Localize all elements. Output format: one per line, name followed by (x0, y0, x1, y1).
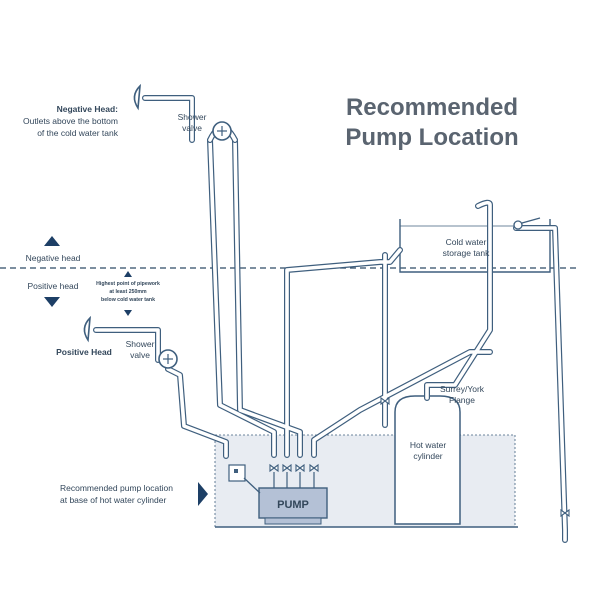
negative-head-arrow-icon (44, 236, 60, 246)
float-valve-arm (521, 217, 541, 224)
float-valve-icon (513, 220, 523, 230)
pump-label: PUMP (277, 499, 309, 511)
electrical-socket-icon (228, 464, 261, 494)
cold-water-tank-label-2: storage tank (443, 248, 491, 258)
shower-valve-bottom-label-2: valve (130, 350, 150, 360)
hot-water-cylinder-label-2: cylinder (413, 451, 442, 461)
recommended-location-label-1: Recommended pump location (60, 483, 173, 493)
cold-water-tank-label-1: Cold water (446, 237, 487, 247)
highest-point-label-3: below cold water tank (101, 297, 155, 303)
highest-point-arrow-up-icon (124, 271, 132, 277)
highest-point-arrow-down-icon (124, 310, 132, 316)
pump-stubs (273, 472, 315, 488)
negative-head-title: Negative Head: (57, 104, 119, 114)
negative-head-label: Negative head (26, 253, 81, 263)
positive-head-title: Positive Head (56, 347, 112, 357)
shower-valve-bottom-label-1: Shower (126, 339, 155, 349)
hot-water-cylinder (394, 395, 461, 525)
diagram-title: Recommended (346, 94, 518, 121)
isolating-valves (269, 396, 570, 518)
shower-valve-top-label-2: valve (182, 123, 202, 133)
flange-label-1: Surrey/York (440, 384, 485, 394)
shower-valve-bottom-icon (158, 349, 178, 369)
hot-water-cylinder-label-1: Hot water (410, 440, 447, 450)
recommended-location-arrow-icon (198, 482, 208, 506)
pump-feet (264, 517, 322, 525)
positive-head-arrow-icon (44, 297, 60, 307)
pump-body (258, 487, 328, 519)
shower-head-bottom-icon (83, 315, 91, 343)
shower-head-top-icon (133, 83, 141, 111)
highest-point-label-2: at least 250mm (109, 289, 147, 295)
recommended-location-label-2: at base of hot water cylinder (60, 495, 166, 505)
cold-water-tank (399, 219, 551, 273)
diagram-title-line-2: Pump Location (345, 124, 518, 151)
negative-head-desc-1: Outlets above the bottom (23, 116, 118, 126)
positive-head-label: Positive head (27, 281, 78, 291)
pipework-inner (94, 96, 567, 542)
flange-label-2: Flange (449, 395, 475, 405)
highest-point-label-1: Highest point of pipework (96, 281, 160, 287)
shower-valve-top-icon (212, 121, 232, 141)
shower-valve-top-label-1: Shower (178, 112, 207, 122)
negative-head-desc-2: of the cold water tank (37, 128, 119, 138)
